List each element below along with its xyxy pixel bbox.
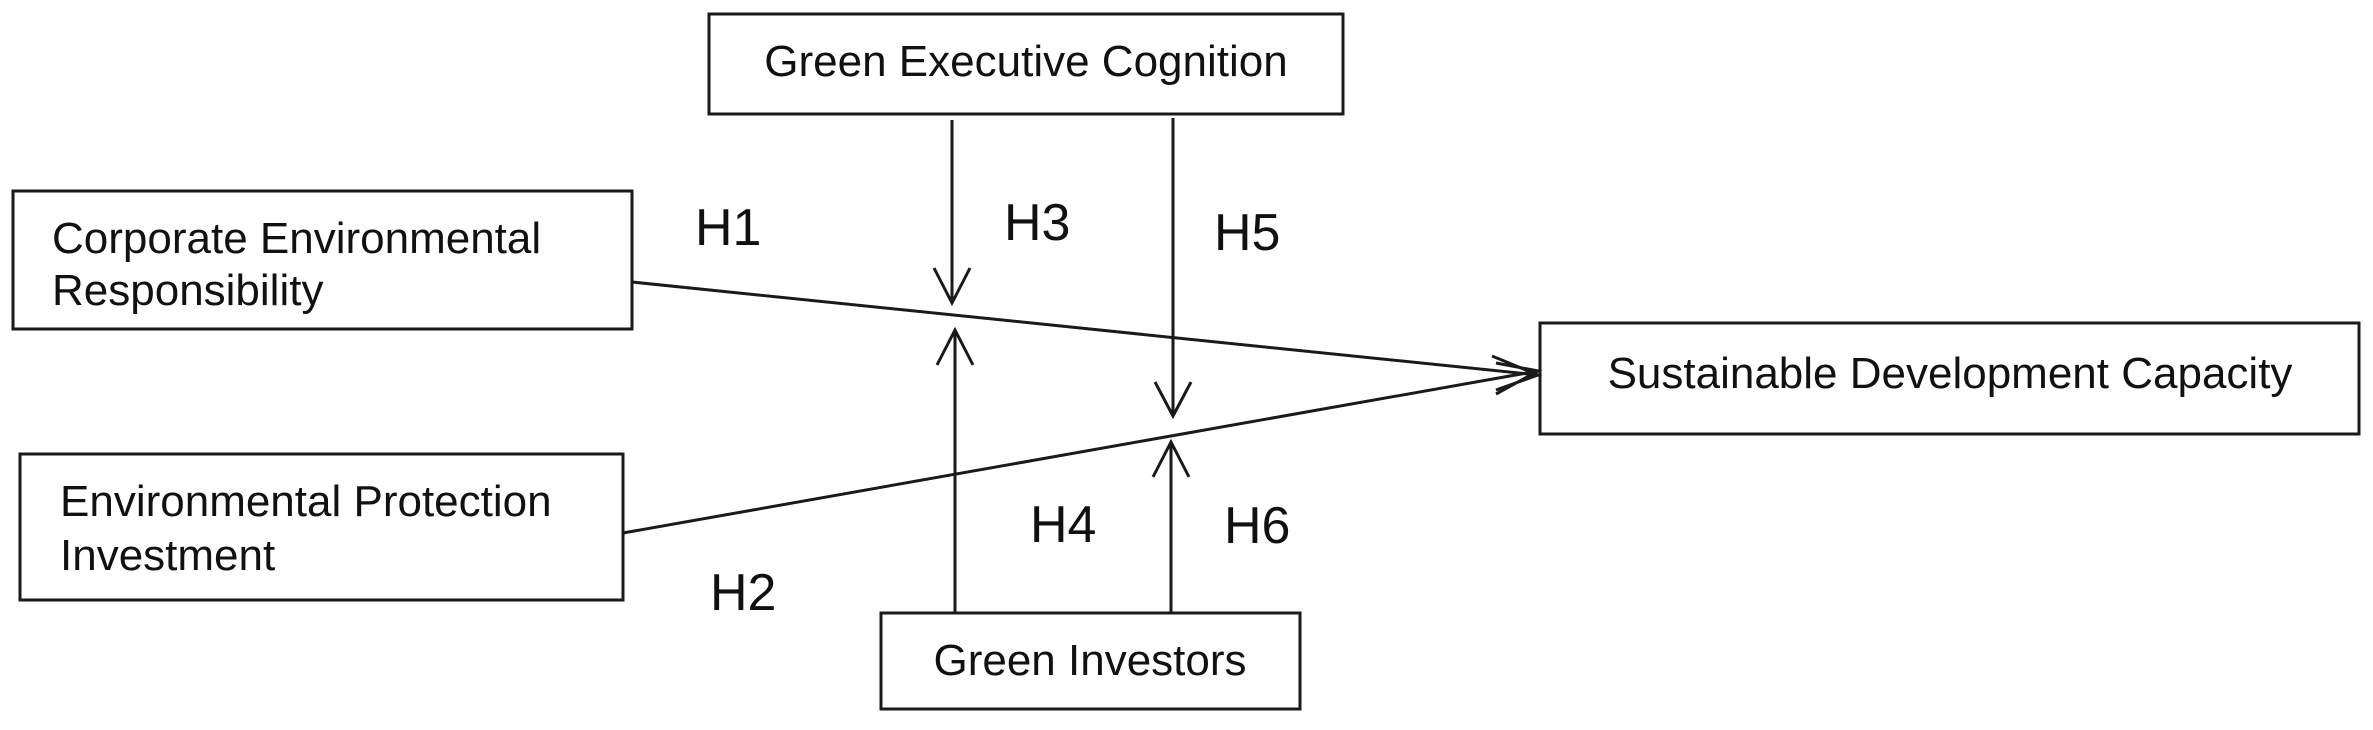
path-h1 — [631, 280, 1543, 392]
green-investors-box: Green Investors — [879, 611, 1302, 711]
moderation-arrow-h6 — [1151, 438, 1191, 613]
moderation-arrow-h5 — [1153, 118, 1193, 420]
corporate-environmental-responsibility-label-line2: Responsibility — [52, 266, 323, 315]
green-investors-label: Green Investors — [933, 636, 1246, 685]
arrowhead-h6 — [1151, 438, 1191, 478]
arrowhead-h2 — [1495, 361, 1543, 396]
environmental-protection-investment-label-line1: Environmental Protection — [60, 477, 552, 526]
environmental-protection-investment-box: Environmental Protection Investment — [18, 452, 625, 602]
hypothesis-label-h1: H1 — [695, 199, 761, 257]
arrowhead-h3 — [932, 267, 972, 307]
arrowhead-h5 — [1153, 381, 1193, 420]
moderation-arrow-h4 — [935, 326, 975, 613]
hypothesis-label-h3: H3 — [1004, 194, 1070, 252]
sustainable-development-capacity-box: Sustainable Development Capacity — [1538, 321, 2361, 436]
corporate-environmental-responsibility-label-line1: Corporate Environmental — [52, 214, 541, 263]
sustainable-development-capacity-label: Sustainable Development Capacity — [1608, 349, 2293, 398]
path-h2 — [622, 361, 1543, 535]
corporate-environmental-responsibility-box: Corporate Environmental Responsibility — [11, 189, 634, 331]
moderation-arrow-h3 — [932, 120, 972, 307]
hypothesis-label-h6: H6 — [1224, 497, 1290, 555]
hypothesis-label-h4: H4 — [1030, 496, 1096, 554]
hypothesis-label-h2: H2 — [710, 564, 776, 622]
environmental-protection-investment-label-line2: Investment — [60, 531, 275, 580]
green-executive-cognition-box: Green Executive Cognition — [707, 12, 1345, 116]
arrowhead-h4 — [935, 326, 975, 366]
hypothesis-label-h5: H5 — [1214, 204, 1280, 262]
green-executive-cognition-label: Green Executive Cognition — [764, 37, 1287, 86]
